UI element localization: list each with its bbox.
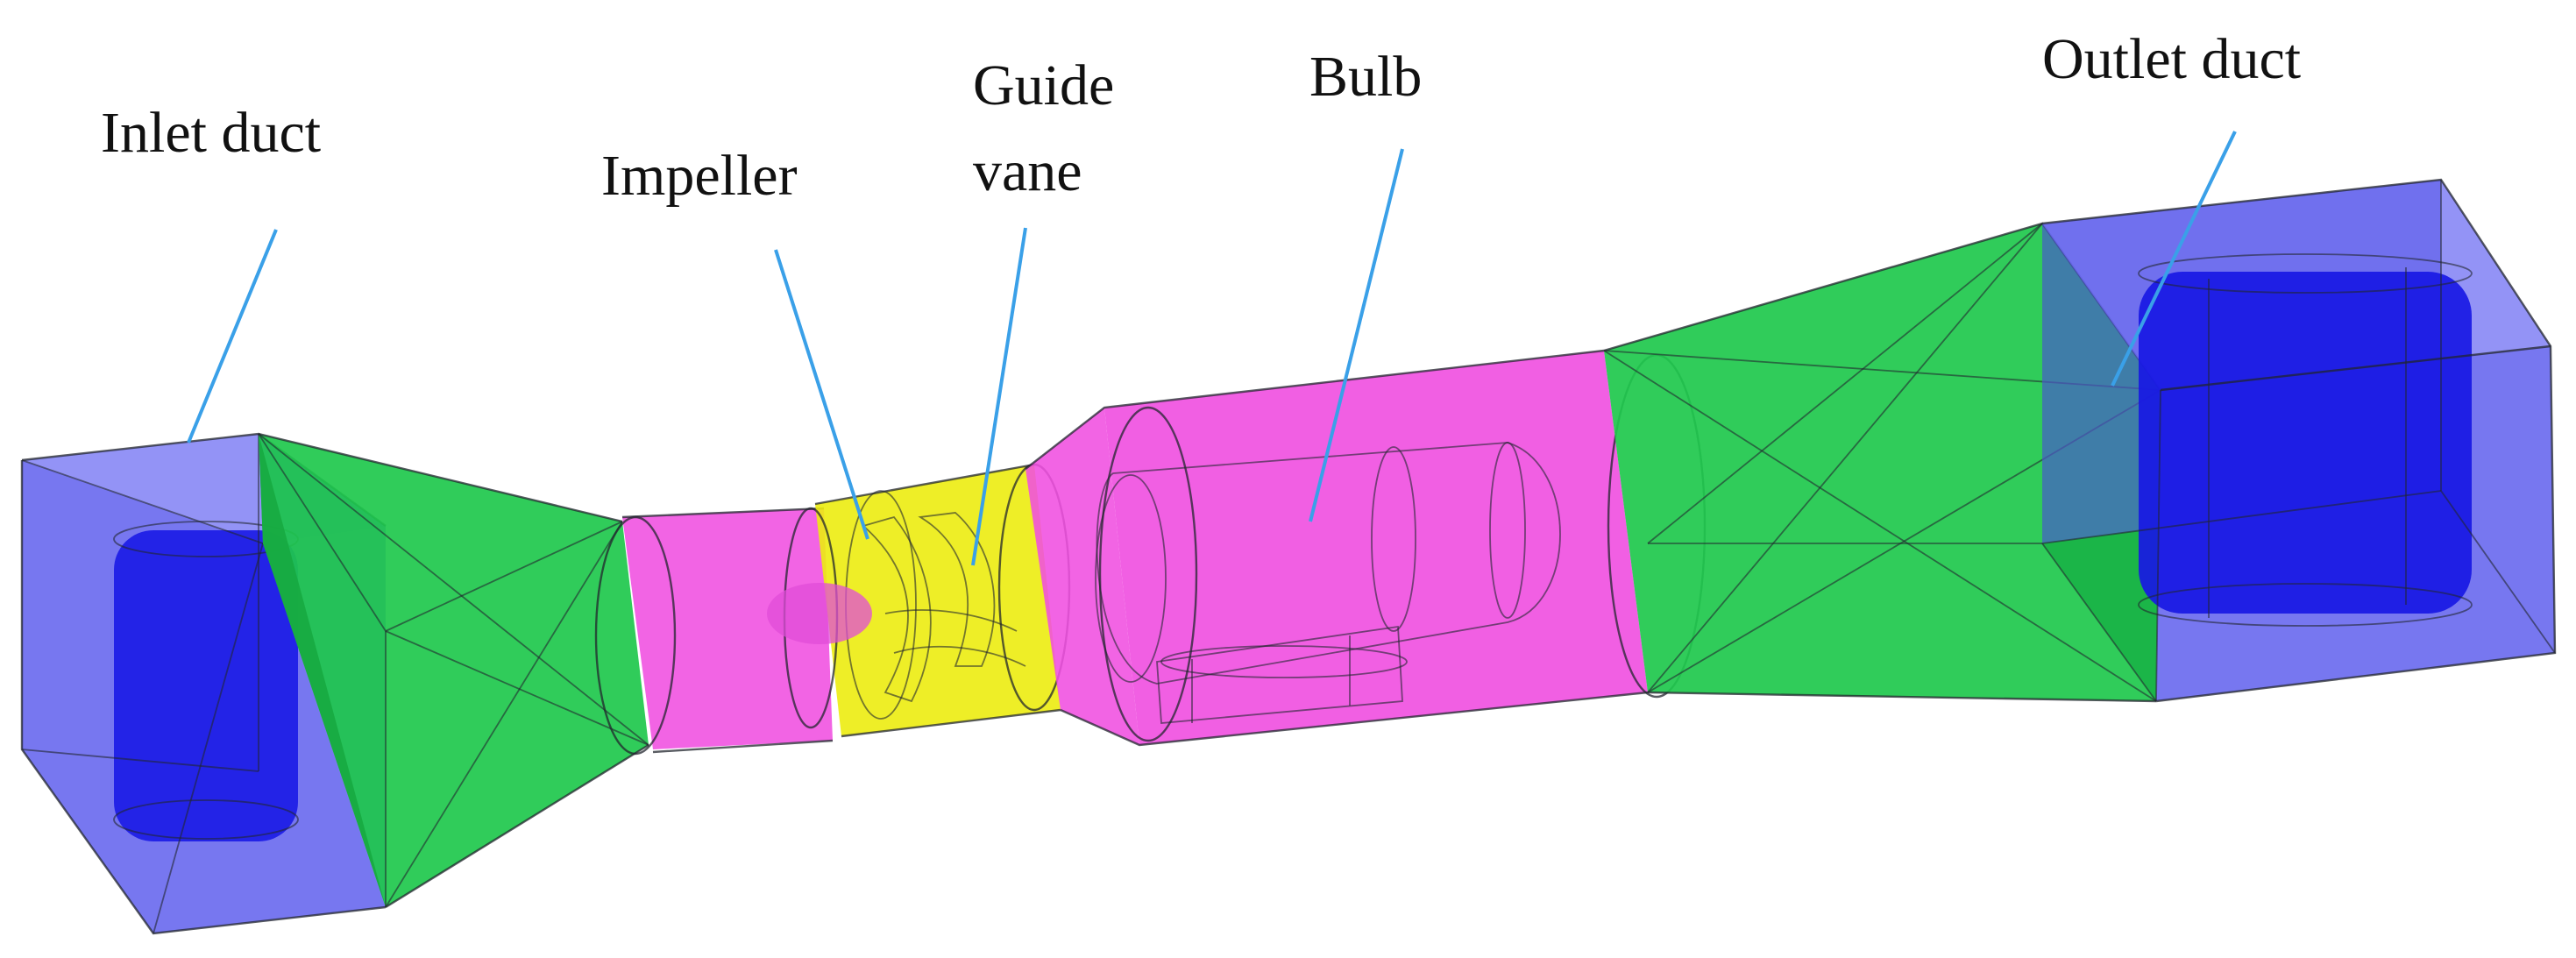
outlet-duct-leader bbox=[2111, 131, 2237, 387]
impeller-guide-vane bbox=[767, 463, 1071, 738]
outlet-duct bbox=[2041, 178, 2557, 703]
guide-vane-label-line1: Guide bbox=[973, 53, 1115, 117]
bulb-label: Bulb bbox=[1309, 45, 1423, 109]
outlet-duct-label: Outlet duct bbox=[2042, 27, 2302, 91]
inlet-pipe bbox=[594, 507, 834, 756]
inlet-duct-label: Inlet duct bbox=[101, 101, 322, 165]
bulb-leader bbox=[1309, 148, 1404, 522]
impeller-leader bbox=[774, 249, 869, 540]
inlet-transition bbox=[258, 432, 649, 909]
guide-vane-label-line2: vane bbox=[973, 139, 1082, 203]
impeller-label: Impeller bbox=[601, 144, 798, 208]
guide-vane-leader bbox=[971, 227, 1027, 566]
inlet-duct-leader bbox=[187, 229, 278, 444]
bulb-section bbox=[1025, 349, 1707, 747]
